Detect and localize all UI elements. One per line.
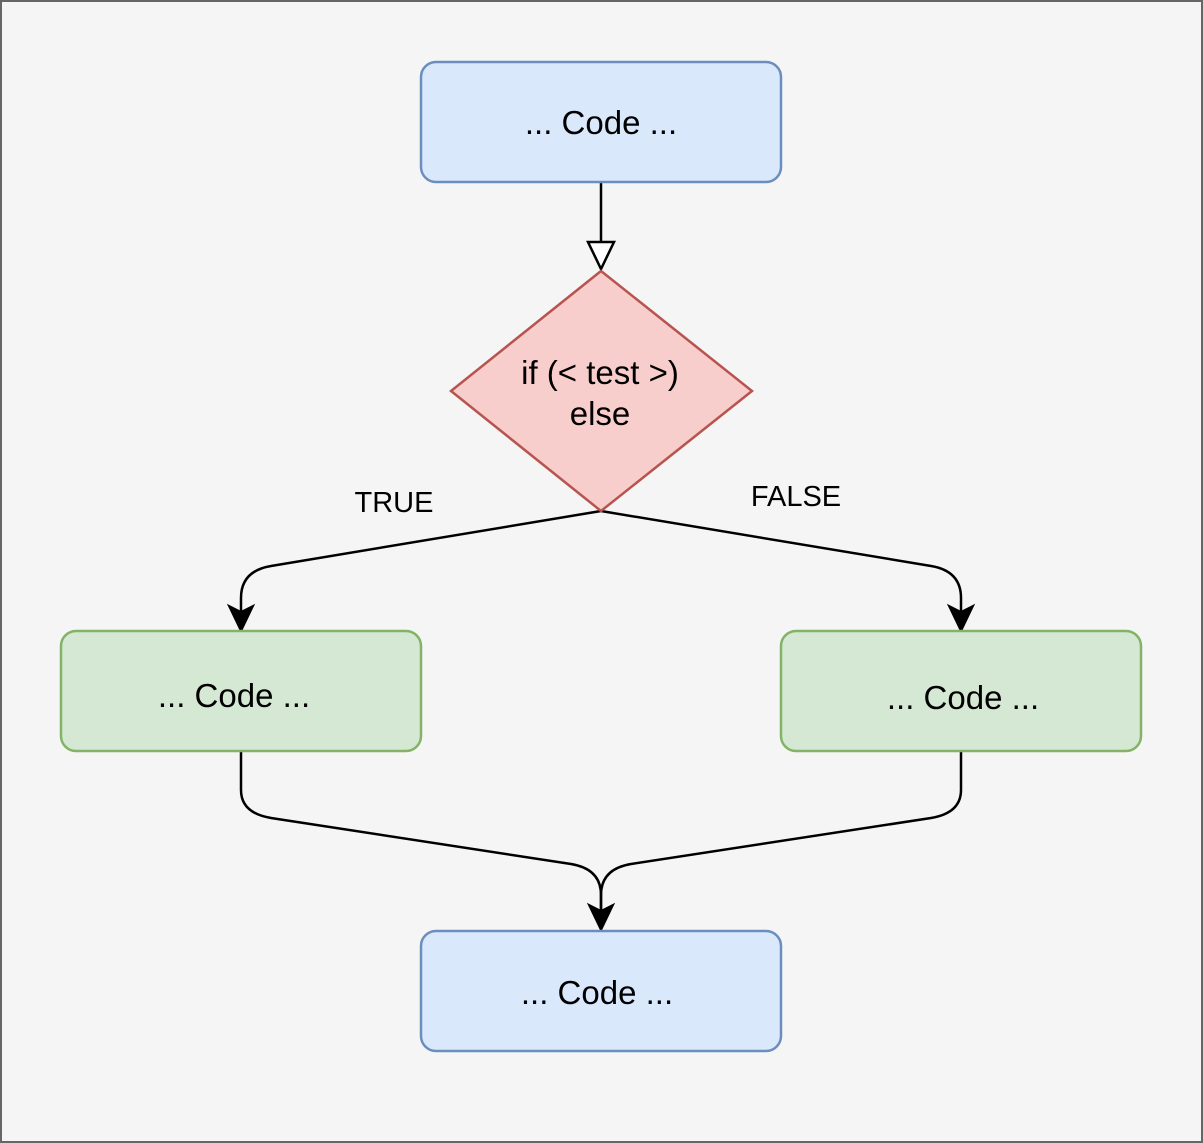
edge-false	[600, 509, 976, 634]
end-node: ... Code ...	[419, 929, 783, 1053]
false-label: FALSE	[751, 481, 841, 513]
start-node-label: ... Code ...	[525, 104, 677, 141]
edge-false-to-end	[586, 751, 963, 933]
edge-start-to-decision	[586, 182, 616, 272]
false-branch-label: ... Code ...	[887, 679, 1039, 716]
end-node-label: ... Code ...	[521, 974, 673, 1011]
decision-node: if (< test >) else	[448, 269, 755, 513]
false-branch-node: ... Code ...	[779, 629, 1143, 753]
decision-else-label: else	[570, 395, 631, 432]
open-arrowhead	[586, 240, 616, 272]
edge-true-to-end	[239, 751, 603, 910]
arrowhead	[226, 603, 256, 634]
true-label: TRUE	[355, 487, 434, 519]
arrowhead	[946, 603, 976, 634]
edge-true	[226, 509, 602, 634]
true-branch-node: ... Code ...	[59, 629, 423, 753]
decision-condition-label: if (< test >)	[521, 354, 679, 391]
arrowhead	[586, 902, 616, 933]
true-branch-label: ... Code ...	[158, 677, 310, 714]
start-node: ... Code ...	[419, 60, 783, 184]
